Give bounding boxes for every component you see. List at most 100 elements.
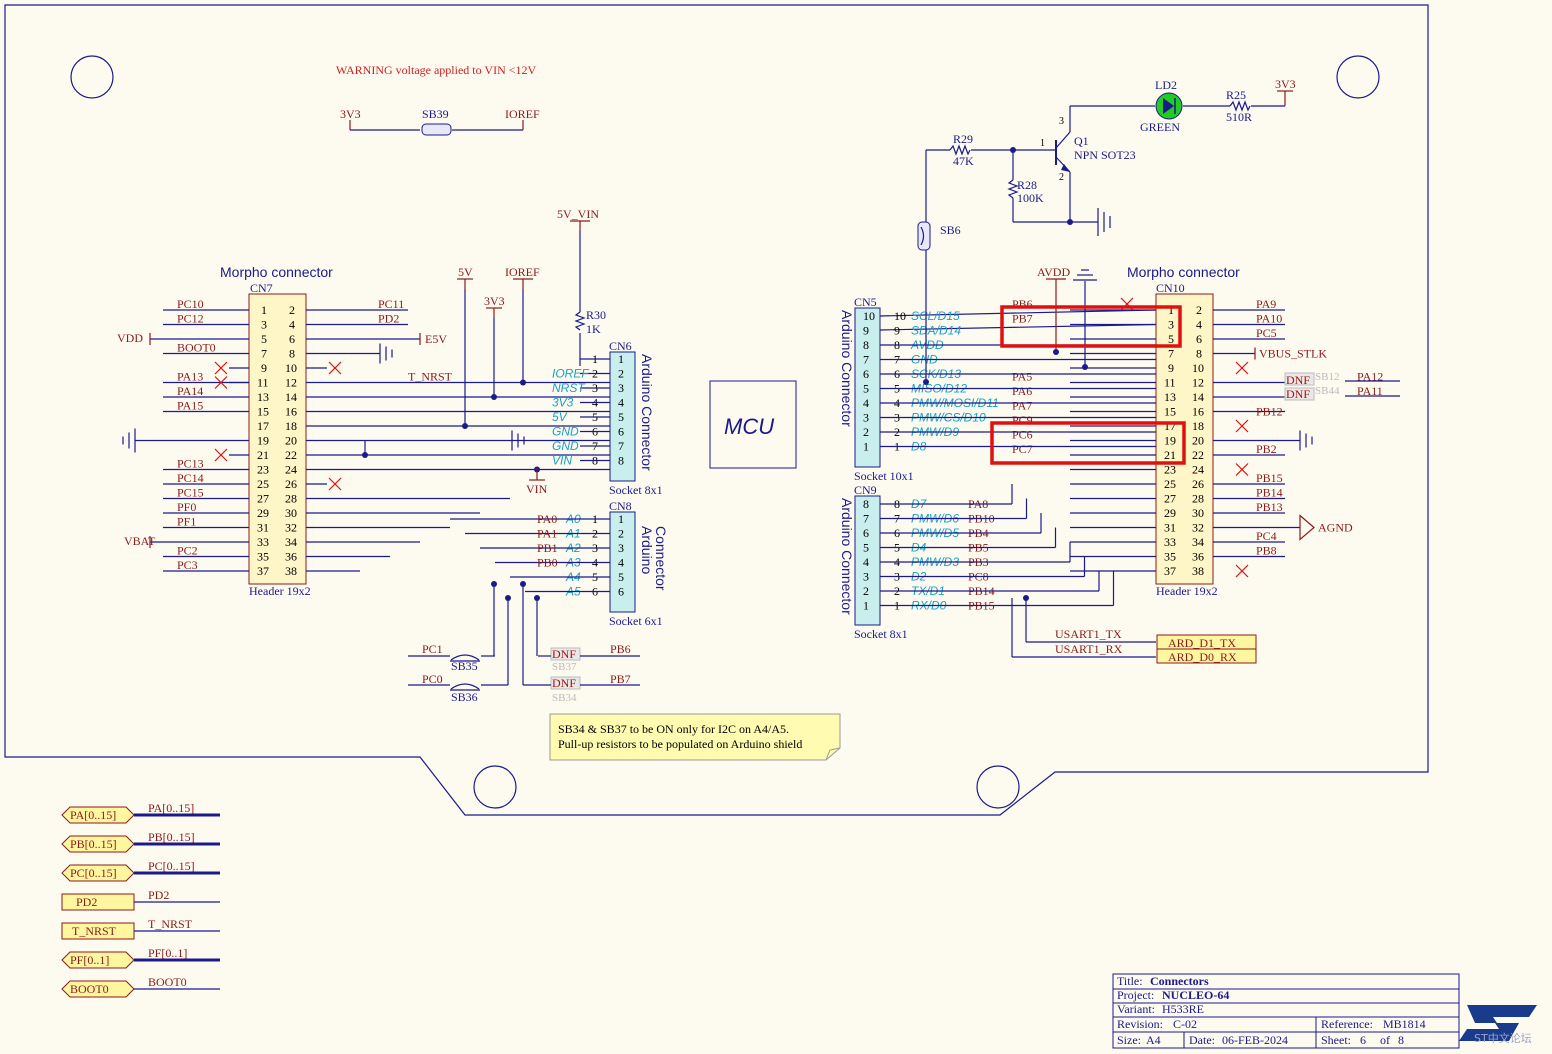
net-label: PA13 [177,370,203,384]
pin-number: 30 [285,506,297,520]
port-label: PD2 [76,895,97,909]
pin-number: 29 [257,506,269,520]
vbat-label: VBAT [124,534,156,548]
mcu-label: MCU [724,414,774,439]
pin-number: 5 [618,570,624,584]
net-label: PB14 [1256,486,1283,500]
pin-number: 16 [1192,405,1204,419]
pin-number: 5 [1168,332,1174,346]
net-label: PA0 [537,512,557,526]
net-label: PC15 [177,486,204,500]
svg-text:CN9: CN9 [854,483,877,497]
port-net: PB[0..15] [148,830,195,844]
net-label: VBUS_STLK [1259,347,1327,361]
svg-text:2: 2 [1059,172,1064,183]
pin-number: 17 [257,419,269,433]
svg-text:USART1_TX: USART1_TX [1055,627,1122,641]
svg-text:R30: R30 [586,308,606,322]
pin-number: 1 [261,303,267,317]
power-nets-cn6: 5V_VIN R30 1K 5V IOREF 3V3 VIN [457,207,606,496]
svg-text:Pull-up resistors to be popula: Pull-up resistors to be populated on Ard… [558,737,802,751]
pin-number: 4 [863,555,869,569]
svg-text:PB6: PB6 [610,642,631,656]
signal-label: 5V [552,410,568,424]
port-label: PF[0..1] [70,953,109,967]
pin-number: 14 [1192,390,1204,404]
port-net: PA[0..15] [148,801,194,815]
pin-number: 4 [618,396,624,410]
svg-text:CN7: CN7 [250,281,273,295]
pin-number: 4 [618,556,624,570]
svg-text:LD2: LD2 [1155,78,1177,92]
pin-number: 31 [1164,521,1176,535]
svg-text:PB7: PB7 [610,672,631,686]
pin-number: 30 [1192,506,1204,520]
net-label: PC6 [1012,428,1033,442]
svg-text:Revision:: Revision: [1117,1017,1163,1031]
pin-number: 1 [863,599,869,613]
net-label: PA6 [1012,384,1032,398]
pin-number: 3 [1168,318,1174,332]
svg-text:Socket 6x1: Socket 6x1 [609,614,663,628]
highlight-pc6-pc7 [990,421,1186,465]
signal-label: NRST [552,381,586,395]
net-label: PC7 [1012,442,1033,456]
svg-text:SB34: SB34 [552,692,577,704]
svg-text:Morpho connector: Morpho connector [220,264,333,280]
net-label: PB12 [1256,405,1283,419]
pin-number: 32 [1192,521,1204,535]
pin-number: 24 [1192,463,1204,477]
svg-text:IOREF: IOREF [505,107,540,121]
pin-number: 8 [289,347,295,361]
mounting-hole [70,55,114,99]
svg-text:CN5: CN5 [854,295,877,309]
svg-text:NPN SOT23: NPN SOT23 [1074,148,1136,162]
net-label: PB15 [1256,471,1283,485]
pin-number: 23 [257,463,269,477]
led-circuit: LD2 GREEN R25 510R 3V3 3 2 1 Q1 NPN SOT2… [917,77,1296,385]
net-label: PB7 [1012,312,1033,326]
svg-text:SB12: SB12 [1315,371,1339,383]
pin-number: 10 [1192,361,1204,375]
net-label: PC9 [1012,413,1033,427]
svg-text:Project:: Project: [1117,988,1154,1002]
pin-number: 34 [285,535,297,549]
no-connect-mark [328,477,342,491]
port-label: PC[0..15] [70,866,117,880]
svg-text:Header 19x2: Header 19x2 [1156,584,1218,598]
svg-text:CN10: CN10 [1156,281,1185,295]
pin-number: 1 [863,440,869,454]
pin-number: 2 [863,425,869,439]
svg-text:Arduino Connector: Arduino Connector [839,498,855,615]
pin-number: 19 [1164,434,1176,448]
pin-number: 38 [1192,564,1204,578]
port-net: PF[0..1] [148,946,187,960]
net-label: PC12 [177,312,204,326]
svg-text:Connector: Connector [653,526,669,591]
svg-text:3: 3 [1059,116,1064,127]
net-label: PC13 [177,457,204,471]
pin-number: 9 [863,324,869,338]
net-label: PB2 [1256,442,1277,456]
pin-number: 28 [285,492,297,506]
pin-number: 25 [1164,477,1176,491]
usart-labels: USART1_TX USART1_RX ARD_D1_TX ARD_D0_RX [1011,595,1257,664]
no-connect-mark [214,376,228,389]
pin-number: 7 [863,353,869,367]
highlight-pb6-pb7 [1000,305,1182,348]
svg-text:5V_VIN: 5V_VIN [557,207,599,221]
svg-text:Header 19x2: Header 19x2 [249,584,311,598]
svg-text:USART1_RX: USART1_RX [1055,642,1123,656]
no-connect-mark [1235,419,1249,433]
pin-number: 13 [1164,390,1176,404]
svg-text:ARD_D0_RX: ARD_D0_RX [1168,650,1237,664]
svg-text:Arduino Connector: Arduino Connector [839,310,855,427]
pin-number: 5 [261,332,267,346]
pin-number: 22 [1192,448,1204,462]
svg-text:DNF: DNF [552,676,576,690]
